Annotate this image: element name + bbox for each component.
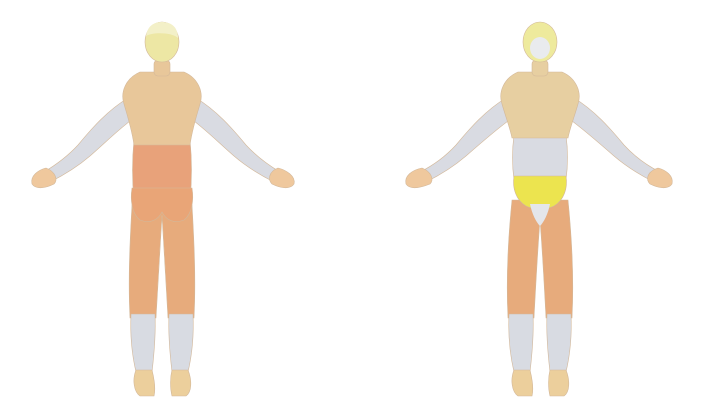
front-right-lower-leg xyxy=(547,314,572,372)
front-left-lower-leg xyxy=(509,314,534,372)
front-left-arm xyxy=(420,98,512,182)
front-left-foot xyxy=(512,370,533,396)
front-right-foot xyxy=(549,370,569,396)
back-right-hand xyxy=(270,168,295,188)
front-neck xyxy=(532,60,548,76)
back-left-foot xyxy=(134,370,155,396)
front-view-figure xyxy=(406,22,673,396)
back-left-lower-leg xyxy=(131,314,156,372)
back-right-arm xyxy=(190,98,280,182)
front-right-arm xyxy=(568,98,660,182)
back-upper-back xyxy=(123,72,201,145)
back-right-lower-leg xyxy=(169,314,194,372)
back-legs xyxy=(129,205,195,318)
back-neck xyxy=(154,60,170,76)
back-left-arm xyxy=(44,98,134,182)
back-view-figure xyxy=(32,22,295,396)
front-face xyxy=(530,37,550,59)
front-abdomen xyxy=(513,135,568,180)
front-chest xyxy=(501,72,579,138)
back-right-foot xyxy=(171,370,191,396)
